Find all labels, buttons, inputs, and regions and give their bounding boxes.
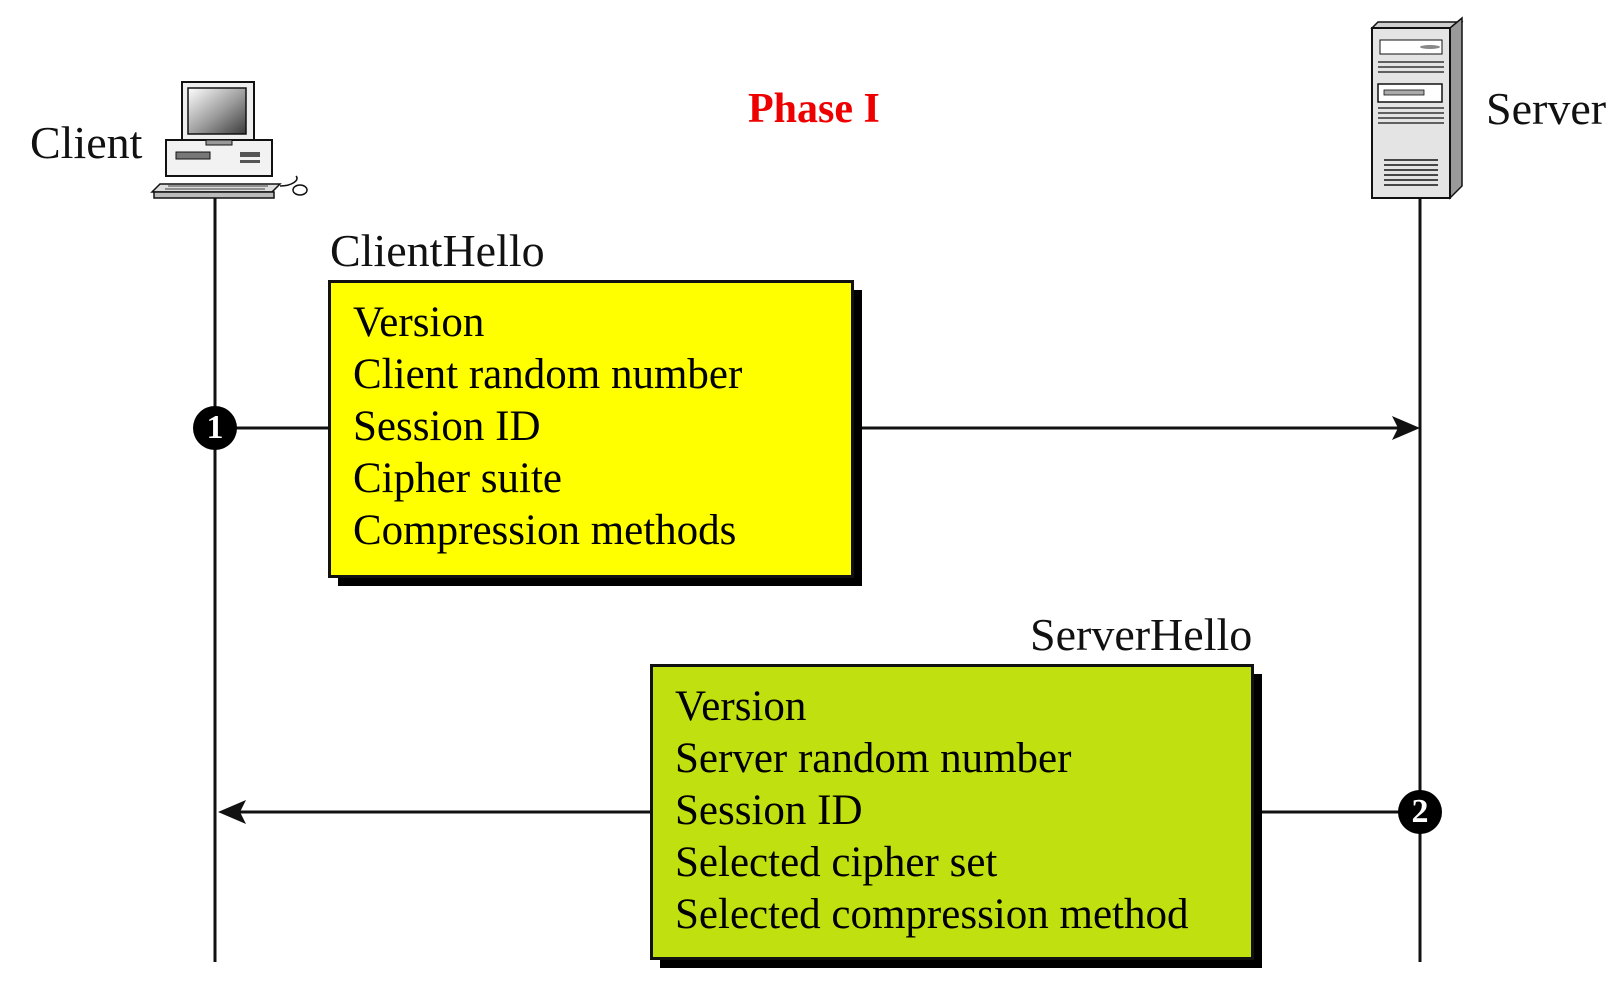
phase-title: Phase I	[748, 86, 880, 132]
field-compression-methods: Compression methods	[353, 507, 737, 554]
field-server-random: Server random number	[675, 735, 1072, 782]
server-hello-fields: Version Server random number Session ID …	[653, 667, 1251, 941]
server-hello-title: ServerHello	[1030, 609, 1253, 660]
server-hello-arrow	[218, 800, 1420, 824]
desktop-computer-icon	[150, 81, 308, 199]
field-session-id: Session ID	[675, 787, 863, 834]
field-version: Version	[675, 683, 807, 730]
field-cipher-suite: Cipher suite	[353, 455, 562, 502]
client-hello-box: Version Client random number Session ID …	[328, 280, 854, 578]
step-2-badge: 2	[1398, 790, 1442, 834]
field-version: Version	[353, 299, 485, 346]
tower-server-icon	[1370, 16, 1464, 200]
server-hello-box: Version Server random number Session ID …	[650, 664, 1254, 960]
field-client-random: Client random number	[353, 351, 743, 398]
field-selected-compression-method: Selected compression method	[675, 891, 1189, 938]
server-label: Server	[1486, 83, 1607, 134]
client-hello-title: ClientHello	[330, 225, 545, 276]
field-session-id: Session ID	[353, 403, 541, 450]
client-label: Client	[30, 117, 143, 168]
client-hello-fields: Version Client random number Session ID …	[331, 283, 851, 557]
step-1-badge: 1	[193, 406, 237, 450]
field-selected-cipher-set: Selected cipher set	[675, 839, 998, 886]
